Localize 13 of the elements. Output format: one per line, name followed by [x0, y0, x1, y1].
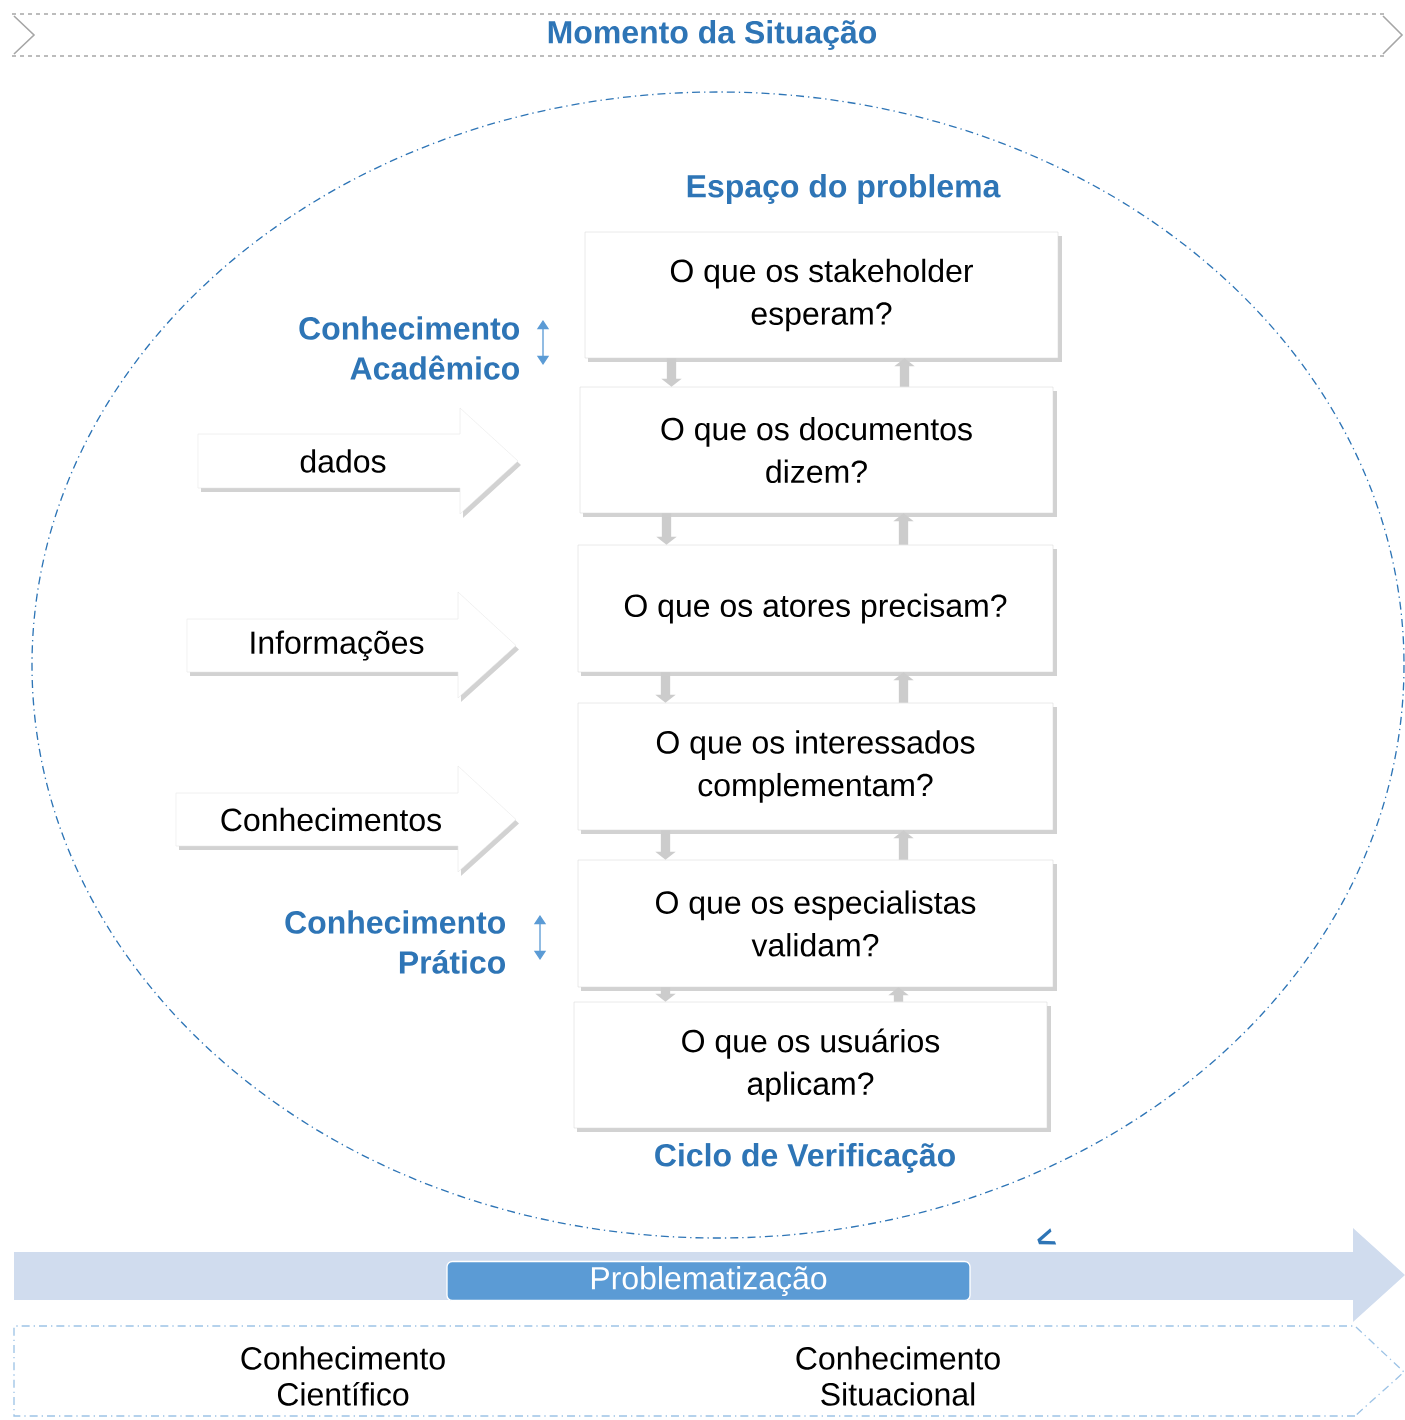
- question-box: O que os stakeholder esperam?: [584, 231, 1062, 362]
- chevron-band: Conhecimento Científico Conhecimento Situacional: [13, 1325, 1405, 1417]
- question-box: O que os especialistas validam?: [577, 859, 1057, 991]
- question-box: O que os atores precisam?: [577, 544, 1057, 676]
- bracket-mark: <: [1037, 1228, 1057, 1245]
- question-box: O que os documentos dizem?: [579, 386, 1057, 517]
- heading: Conhecimento Prático: [285, 910, 506, 974]
- heading: Ciclo de Verificação: [655, 1143, 955, 1173]
- label-bar: Problematização: [446, 1260, 971, 1302]
- heading: Conhecimento Acadêmico: [299, 316, 520, 380]
- chevron-band: Momento da Situação: [11, 13, 1404, 57]
- question-box: O que os interessados complementam?: [577, 702, 1057, 834]
- question-box: O que os usuários aplicam?: [573, 1001, 1051, 1132]
